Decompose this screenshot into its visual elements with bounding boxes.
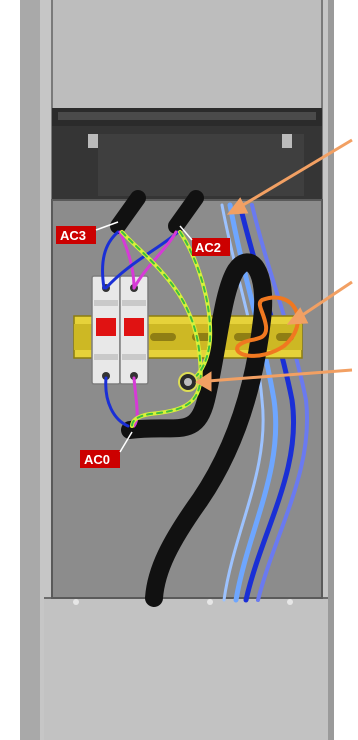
circuit-breaker-icon bbox=[91, 275, 149, 385]
inner-panel bbox=[52, 200, 322, 598]
label-ac0: AC0 bbox=[80, 431, 133, 468]
callout-arrow-icon bbox=[195, 138, 353, 392]
black-cables bbox=[110, 190, 273, 607]
panel-screws bbox=[73, 599, 293, 605]
label-ac3-text: AC3 bbox=[60, 228, 86, 243]
ground-stud-icon bbox=[178, 372, 198, 392]
top-bracket bbox=[52, 108, 322, 208]
label-ac3: AC3 bbox=[56, 221, 119, 244]
label-ac2: AC2 bbox=[179, 225, 230, 256]
label-ac2-text: AC2 bbox=[195, 240, 221, 255]
label-ac0-text: AC0 bbox=[84, 452, 110, 467]
